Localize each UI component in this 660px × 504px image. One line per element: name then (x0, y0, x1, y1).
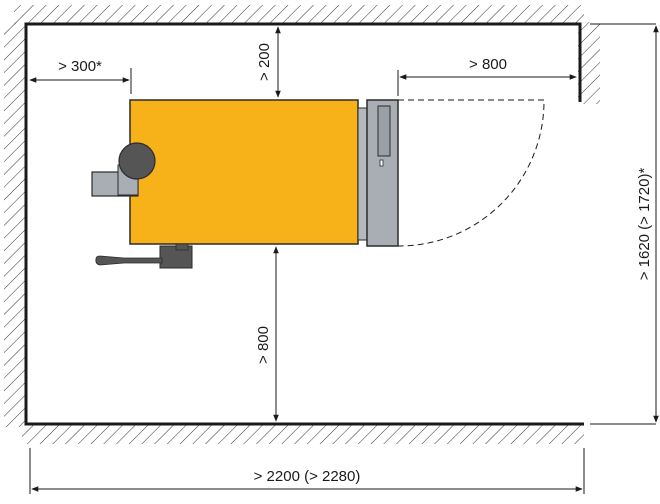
dimension-left-clearance: > 300* (29, 58, 132, 94)
dimension-room-depth: > 1620 (> 1720)* (590, 23, 659, 425)
top-clearance-label: > 200 (256, 43, 273, 81)
room-depth-label: > 1620 (> 1720)* (636, 168, 653, 281)
burner-motor-icon (118, 142, 156, 180)
control-panel-switch (379, 159, 384, 167)
control-panel-display (377, 105, 391, 157)
top-wall-hatch (14, 5, 584, 25)
dimension-door-clearance: > 800 (397, 56, 577, 96)
right-wall-hatch (578, 22, 600, 104)
room-wall (24, 22, 584, 426)
room-width-label: > 2200 (> 2280) (254, 468, 361, 485)
door-clearance-label: > 800 (469, 56, 507, 73)
door-swing-arc (397, 99, 545, 247)
dimension-bottom-clearance: > 800 (255, 246, 279, 422)
left-clearance-label: > 300* (58, 58, 102, 75)
lever-mount (175, 243, 189, 251)
dimension-room-width: > 2200 (> 2280) (29, 448, 585, 494)
wall-hatching (4, 5, 600, 444)
bottom-wall-hatch (22, 424, 584, 444)
boiler-body (129, 99, 359, 245)
lever-handle (95, 255, 163, 266)
boiler-front-rail (357, 107, 368, 241)
dimension-top-clearance: > 200 (256, 26, 281, 98)
left-wall-hatch (4, 22, 26, 427)
bottom-clearance-label: > 800 (255, 326, 272, 364)
boiler-unit (91, 99, 399, 269)
